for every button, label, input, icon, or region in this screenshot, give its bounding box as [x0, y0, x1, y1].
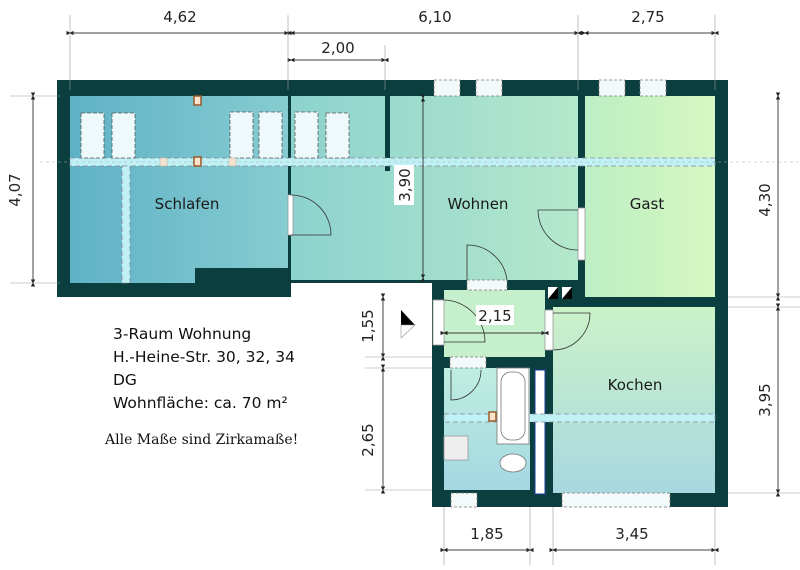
apartment-area: Wohnfläche: ca. 70 m²: [113, 394, 288, 412]
dimension-lines: [30, 30, 781, 553]
room-label-wohnen: Wohnen: [448, 195, 509, 213]
dim-bottom-kochen: 3,45: [615, 525, 648, 543]
dim-left-schlafen: 4,07: [6, 173, 24, 206]
apartment-floor: DG: [113, 371, 137, 389]
windows: [433, 79, 671, 508]
apartment-type: 3-Raum Wohnung: [113, 325, 252, 343]
dim-inner-flur: 2,15: [478, 307, 511, 325]
white-gap: [291, 283, 432, 297]
dim-top-window: 2,00: [321, 39, 354, 57]
dim-right-gast: 4,30: [756, 183, 774, 216]
chimneys: [193, 95, 497, 422]
apartment-info: 3-Raum Wohnung H.-Heine-Str. 30, 32, 34 …: [113, 323, 295, 415]
dim-inner-wohnen: 3,90: [396, 168, 414, 201]
room-kochen: [553, 307, 715, 493]
shaft: [534, 369, 546, 495]
dim-right-kochen: 3,95: [756, 383, 774, 416]
dim-top-schlafen: 4,62: [163, 8, 196, 26]
apartment-address: H.-Heine-Str. 30, 32, 34: [113, 348, 295, 366]
sink: [443, 435, 469, 461]
room-gast: [585, 96, 715, 297]
bathtub: [496, 367, 530, 445]
doors: [287, 194, 591, 401]
room-label-gast: Gast: [630, 195, 665, 213]
north-arrow-icon: [400, 310, 416, 339]
dim-left-bad: 2,65: [359, 423, 377, 456]
toilet: [499, 453, 527, 473]
measurement-note: Alle Maße sind Zirkamaße!: [105, 432, 299, 448]
vent-icons: [548, 287, 572, 299]
room-label-kochen: Kochen: [608, 376, 663, 394]
dim-top-gast: 2,75: [631, 8, 664, 26]
dim-top-wohnen: 6,10: [418, 8, 451, 26]
room-label-schlafen: Schlafen: [155, 195, 220, 213]
dim-bottom-bad: 1,85: [470, 525, 503, 543]
dim-left-flur: 1,55: [359, 309, 377, 342]
skylights: [80, 111, 350, 159]
